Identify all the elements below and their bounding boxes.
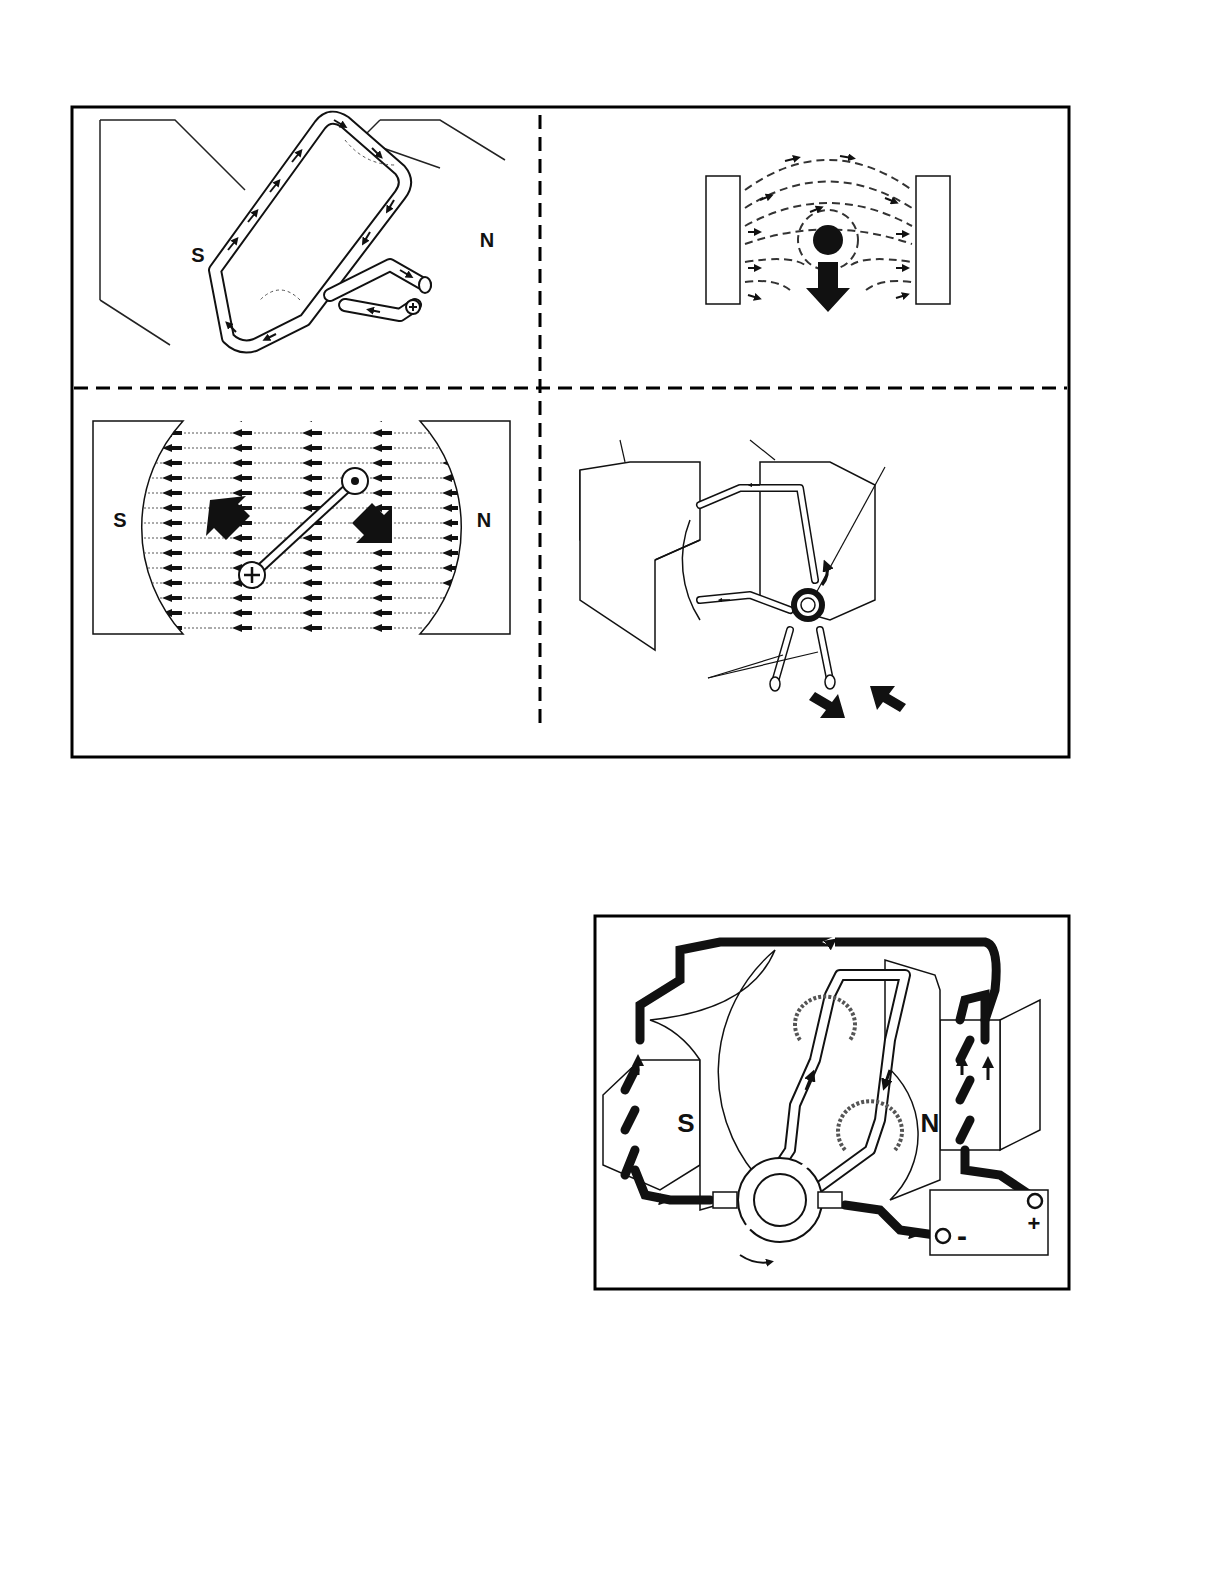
pole-label: N (921, 1110, 940, 1136)
pole-label: + (1028, 1213, 1041, 1235)
pole-label: N (480, 230, 494, 250)
pole-label: N (477, 510, 491, 530)
pole-label: S (191, 245, 204, 265)
pole-label: S (677, 1110, 694, 1136)
pole-label: S (113, 510, 126, 530)
pole-label: - (957, 1221, 967, 1251)
